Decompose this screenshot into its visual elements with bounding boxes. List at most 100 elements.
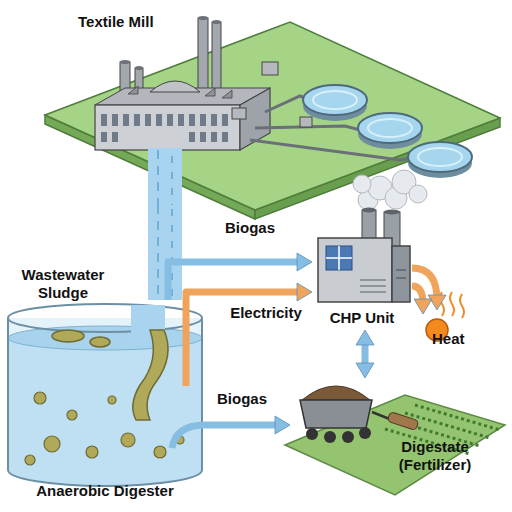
flow-arrow [168, 253, 312, 300]
digester-tank: Anaerobic Digester [5, 300, 205, 505]
digester-tank [44, 436, 60, 452]
factory-building [156, 114, 162, 126]
heat-output: Heat [420, 310, 492, 352]
digester-tank [172, 425, 205, 448]
wastewater-outfall [157, 150, 159, 212]
factory-building [123, 114, 129, 126]
clarifier-tanks [303, 85, 367, 115]
flow-arrow [205, 416, 290, 434]
mill-platform [45, 22, 500, 210]
factory-building [134, 114, 140, 126]
chp-building [384, 210, 400, 215]
chp-building [318, 208, 410, 303]
chp-building [318, 238, 392, 302]
factory-building [200, 132, 206, 142]
chp-building [396, 270, 406, 278]
manure-cart [359, 427, 371, 439]
factory-building [212, 22, 221, 92]
smoke-plume [409, 185, 427, 203]
digester-tank [8, 300, 205, 486]
factory-building [128, 86, 138, 94]
chp-building [392, 246, 410, 302]
digester-tank [133, 330, 168, 420]
factory-building [95, 16, 270, 150]
factory-building [211, 132, 217, 142]
clarifier-tanks [368, 119, 412, 137]
arrow-head [356, 363, 374, 378]
factory-building [222, 114, 228, 126]
manure-cart [387, 412, 419, 431]
smoke-plume [353, 170, 427, 210]
digester-tank [52, 330, 84, 342]
chp-building [360, 280, 386, 292]
arrow-head [414, 299, 432, 314]
clarifier-tanks [313, 91, 357, 109]
edge-label: Biogas [210, 219, 290, 237]
clarifier-tanks [418, 148, 462, 166]
arrow-head [356, 330, 374, 345]
factory-building [222, 90, 232, 98]
digestate-field: Digestate (Fertilizer) [290, 378, 505, 500]
flow-arrow [356, 330, 374, 378]
wastewater-outfall [158, 148, 172, 212]
factory-building [112, 114, 118, 126]
manure-cart [300, 400, 372, 428]
digester-tank [34, 392, 46, 404]
mill-site: Textile Mill [40, 5, 500, 205]
digester-tank [25, 455, 35, 465]
factory-building [189, 132, 195, 142]
node-label: Anaerobic Digester [5, 482, 205, 500]
factory-building [120, 60, 130, 64]
pipework [300, 117, 312, 127]
wastewater-outfall [148, 148, 182, 212]
factory-building [198, 18, 208, 93]
arrow-head [297, 283, 312, 301]
factory-building [211, 114, 217, 126]
digester-tank [108, 396, 116, 404]
digester-tank [90, 337, 110, 347]
heat-symbol [460, 294, 464, 318]
factory-building [95, 105, 240, 150]
flow-line [205, 422, 280, 429]
digester-tank [67, 410, 77, 420]
arrow-head [275, 416, 290, 434]
digester-tank [8, 338, 202, 470]
edge-label: Biogas [204, 390, 280, 408]
node-label: Textile Mill [78, 13, 198, 31]
chp-building [326, 246, 352, 270]
clarifier-tanks [303, 85, 472, 178]
factory-building [205, 88, 215, 96]
pipework [232, 108, 246, 119]
crop-field [285, 395, 505, 495]
pipework [262, 62, 278, 75]
flow-line [186, 292, 302, 300]
manure-cart [302, 386, 370, 400]
node-label: Digestate (Fertilizer) [385, 438, 485, 474]
factory-building [145, 114, 151, 126]
digester-tank [183, 300, 190, 386]
factory-building [212, 20, 221, 24]
heat-symbol [450, 292, 454, 316]
chp-unit: CHP Unit [312, 205, 412, 330]
factory-building [101, 114, 228, 142]
chp-building [362, 208, 376, 213]
manure-cart [300, 386, 419, 443]
digester-tank [8, 304, 202, 332]
factory-building [101, 114, 107, 126]
flow-line [168, 262, 302, 300]
arrow-head [297, 253, 312, 271]
factory-building [101, 132, 107, 142]
arrow-head [428, 295, 446, 310]
manure-cart [342, 431, 354, 443]
clarifier-tanks [408, 142, 472, 172]
factory-building [222, 132, 228, 142]
edge-label: Electricity [218, 304, 314, 322]
digester-tank [121, 433, 135, 447]
flow-arrow [186, 283, 312, 301]
mill-platform [45, 22, 500, 219]
crop-field [285, 395, 505, 495]
node-label: CHP Unit [312, 309, 412, 327]
factory-building [178, 114, 184, 126]
